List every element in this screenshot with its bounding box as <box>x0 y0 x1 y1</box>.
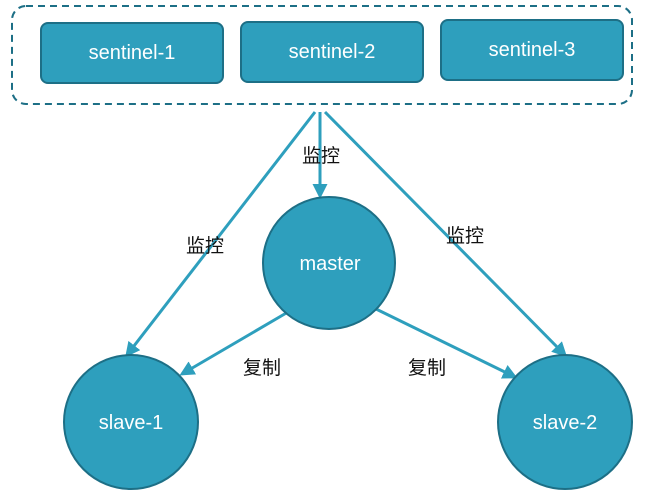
slave-label-2: slave-2 <box>533 412 597 434</box>
sentinel-node-3: sentinel-3 <box>440 19 624 81</box>
edge-label-monitor-slave-1: 监控 <box>186 235 224 257</box>
slave-label-1: slave-1 <box>99 412 163 434</box>
sentinel-node-1: sentinel-1 <box>40 22 224 84</box>
sentinel-box-2 <box>240 21 424 83</box>
edge-label-monitor-master: 监控 <box>302 145 340 167</box>
sentinel-label-3: sentinel-3 <box>489 39 576 61</box>
sentinel-label-1: sentinel-1 <box>89 42 176 64</box>
slave-node-2: slave-2 <box>497 354 633 490</box>
monitor-arrow-slave-2 <box>323 110 568 358</box>
replicate-arrow-slave-2 <box>375 307 518 379</box>
replicate-arrow-slave-1 <box>179 310 289 376</box>
monitor-arrow-slave-1 <box>125 111 317 358</box>
master-label: master <box>299 253 360 275</box>
sentinel-node-2: sentinel-2 <box>240 21 424 83</box>
sentinel-box-3 <box>440 19 624 81</box>
sentinel-box-1 <box>40 22 224 84</box>
slave-node-1: slave-1 <box>63 354 199 490</box>
sentinel-label-2: sentinel-2 <box>289 41 376 63</box>
master-circle <box>262 196 396 330</box>
sentinel-group-border <box>11 5 633 105</box>
edge-label-monitor-slave-2: 监控 <box>446 225 484 247</box>
master-node: master <box>262 196 396 330</box>
edge-label-replicate-slave-1: 复制 <box>243 357 281 379</box>
edge-label-replicate-slave-2: 复制 <box>408 357 446 379</box>
slave-circle-1 <box>63 354 199 490</box>
slave-circle-2 <box>497 354 633 490</box>
